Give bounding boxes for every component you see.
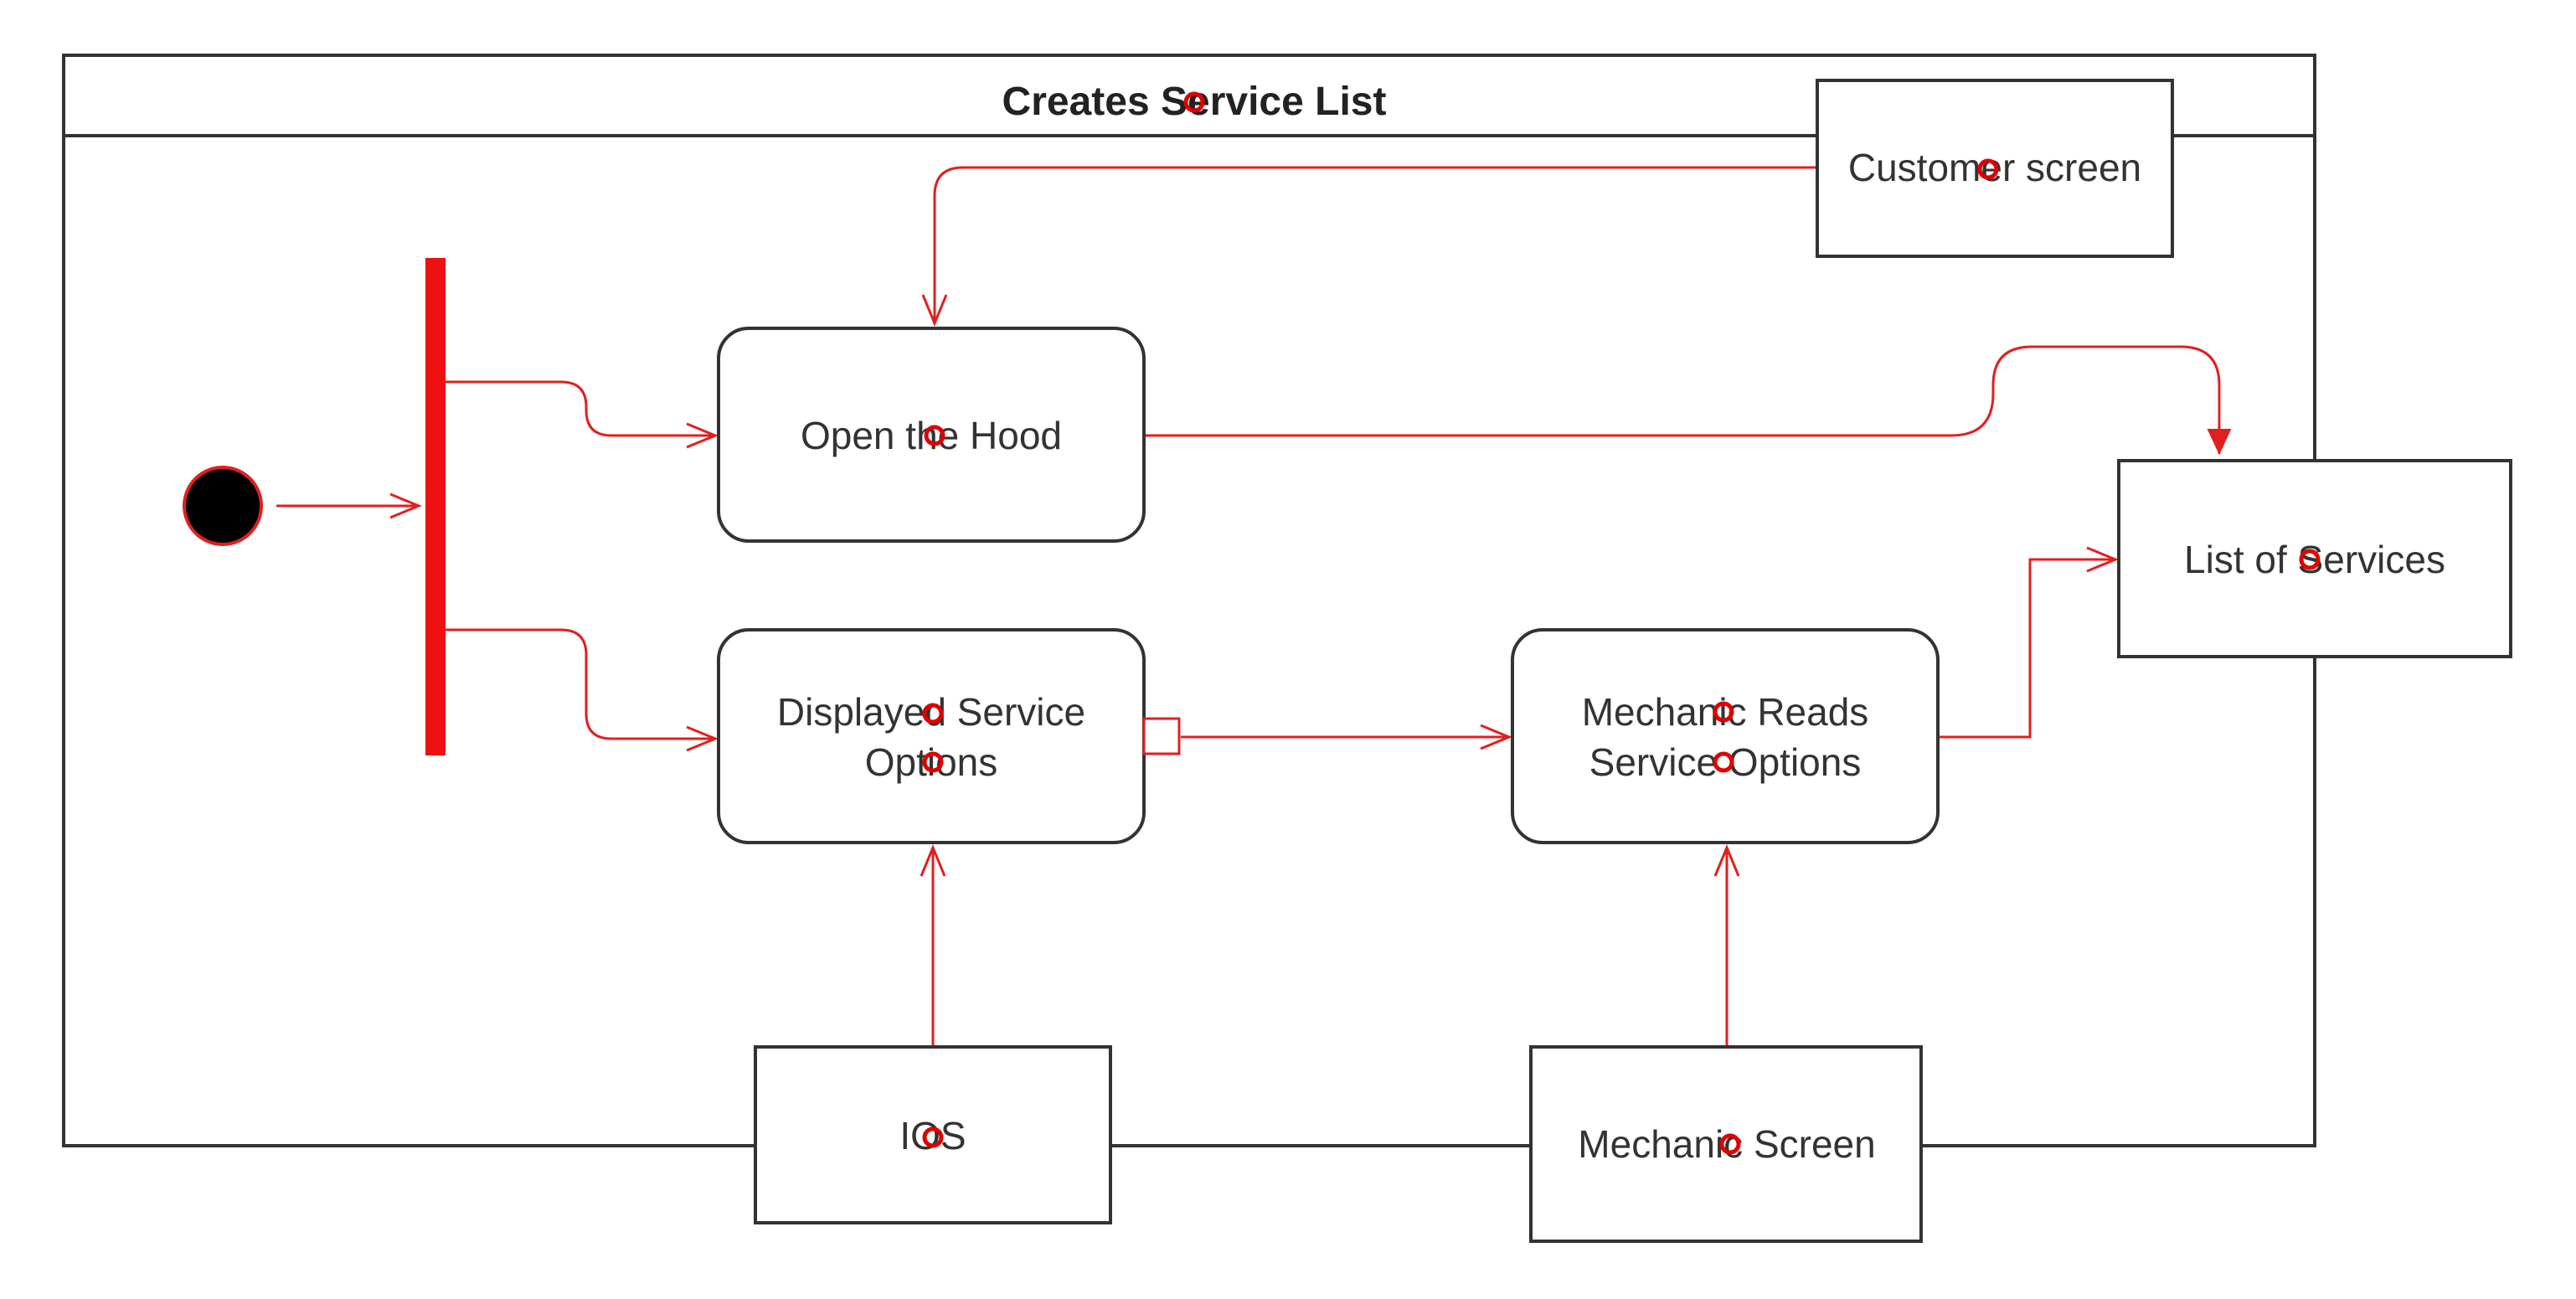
action-open-the-hood[interactable]: Open the Hood	[717, 327, 1146, 543]
edge-fork-to-displayed-options	[446, 628, 719, 752]
marker-displayed-line1	[922, 703, 944, 724]
output-pin	[1142, 717, 1181, 755]
mechanic-screen-label: Mechanic Screen	[1578, 1122, 1875, 1166]
fork-bar	[425, 258, 446, 755]
edge-customer-to-open-hood	[921, 166, 1816, 327]
initial-node	[183, 466, 263, 546]
marker-displayed-line2	[922, 751, 944, 773]
marker-list-of-services	[2299, 549, 2321, 570]
object-ios[interactable]: IOS	[754, 1045, 1112, 1224]
mechanic-reads-label-line1: Mechanic Reads	[1582, 690, 1869, 734]
edge-fork-to-open-hood	[446, 380, 719, 449]
open-hood-label: Open the Hood	[801, 414, 1062, 457]
edges	[276, 166, 2219, 1047]
mechanic-reads-label-line2: Service Options	[1589, 740, 1862, 784]
marker-title	[1183, 91, 1205, 113]
frame-title: Creates Service List	[1002, 80, 1387, 124]
action-mechanic-reads-service-options[interactable]: Mechanic Reads Service Options	[1511, 628, 1940, 844]
marker-customer-screen	[1977, 158, 1999, 180]
ios-label: IOS	[899, 1114, 966, 1157]
object-mechanic-screen[interactable]: Mechanic Screen	[1529, 1045, 1923, 1243]
action-displayed-service-options[interactable]: Displayed Service Options	[717, 628, 1181, 844]
marker-mechanic-reads-line2	[1713, 751, 1734, 773]
edge-open-hood-to-list	[1146, 345, 2219, 454]
annotation-markers	[922, 91, 2321, 1155]
marker-ios	[922, 1126, 944, 1148]
marker-open-hood	[924, 425, 945, 446]
marker-mechanic-screen	[1719, 1133, 1741, 1155]
list-of-services-label: List of Services	[2184, 538, 2445, 581]
displayed-options-label-line1: Displayed Service	[777, 690, 1085, 734]
displayed-options-label-line2: Options	[865, 740, 998, 784]
marker-mechanic-reads-line1	[1713, 701, 1734, 723]
edge-mechanic-reads-to-list	[1940, 546, 2119, 739]
object-list-of-services[interactable]: List of Services	[2117, 459, 2512, 658]
